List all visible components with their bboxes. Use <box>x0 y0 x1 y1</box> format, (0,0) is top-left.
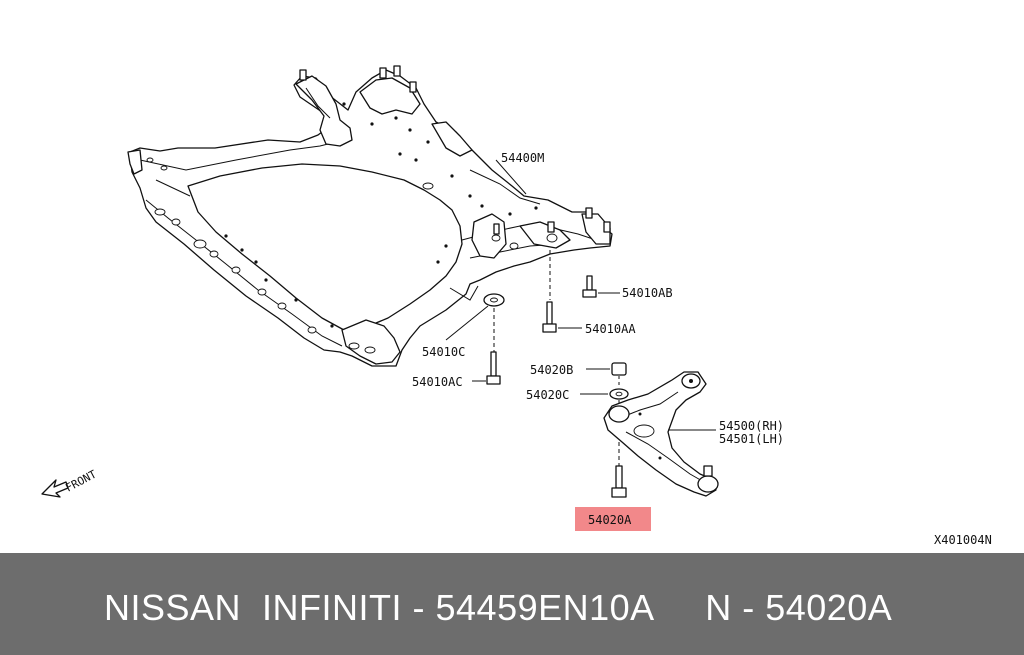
front-arrow-icon <box>41 479 69 498</box>
highlight-box <box>575 507 651 531</box>
label-54500-rh: 54500(RH) <box>719 419 784 433</box>
fastener-drawings <box>445 250 629 498</box>
label-54010AC: 54010AC <box>412 375 463 389</box>
label-54501-lh: 54501(LH) <box>719 432 784 446</box>
subframe-drawing <box>127 65 613 367</box>
label-54400M: 54400M <box>501 151 544 165</box>
label-54010C: 54010C <box>422 345 465 359</box>
frame-holes <box>146 157 558 354</box>
part-number-footer: NISSAN INFINITI - 54459EN10A N - 54020A <box>0 553 1024 655</box>
frame-dots <box>224 102 538 328</box>
bolt-54020A <box>611 428 627 498</box>
bolt-54010AB <box>582 275 620 298</box>
label-54020A: 54020A <box>588 513 632 527</box>
bolt-54010AA <box>542 301 582 333</box>
label-54020B: 54020B <box>530 363 573 377</box>
label-54010AA: 54010AA <box>585 322 636 336</box>
label-front: FRONT <box>63 467 99 494</box>
nut-54020B <box>586 362 627 376</box>
washer-54010C <box>445 293 505 341</box>
label-54020C: 54020C <box>526 388 569 402</box>
reference-code: X401004N <box>934 533 992 547</box>
label-54010AB: 54010AB <box>622 286 673 300</box>
bolt-54010AC <box>472 308 501 385</box>
washer-54020C <box>580 376 629 408</box>
parts-diagram: 54400M 54010AB 54010AA 54010C 54010AC 54… <box>41 65 992 547</box>
control-arm-drawing <box>603 371 719 497</box>
footer-part-numbers: NISSAN INFINITI - 54459EN10A N - 54020A <box>104 587 893 628</box>
